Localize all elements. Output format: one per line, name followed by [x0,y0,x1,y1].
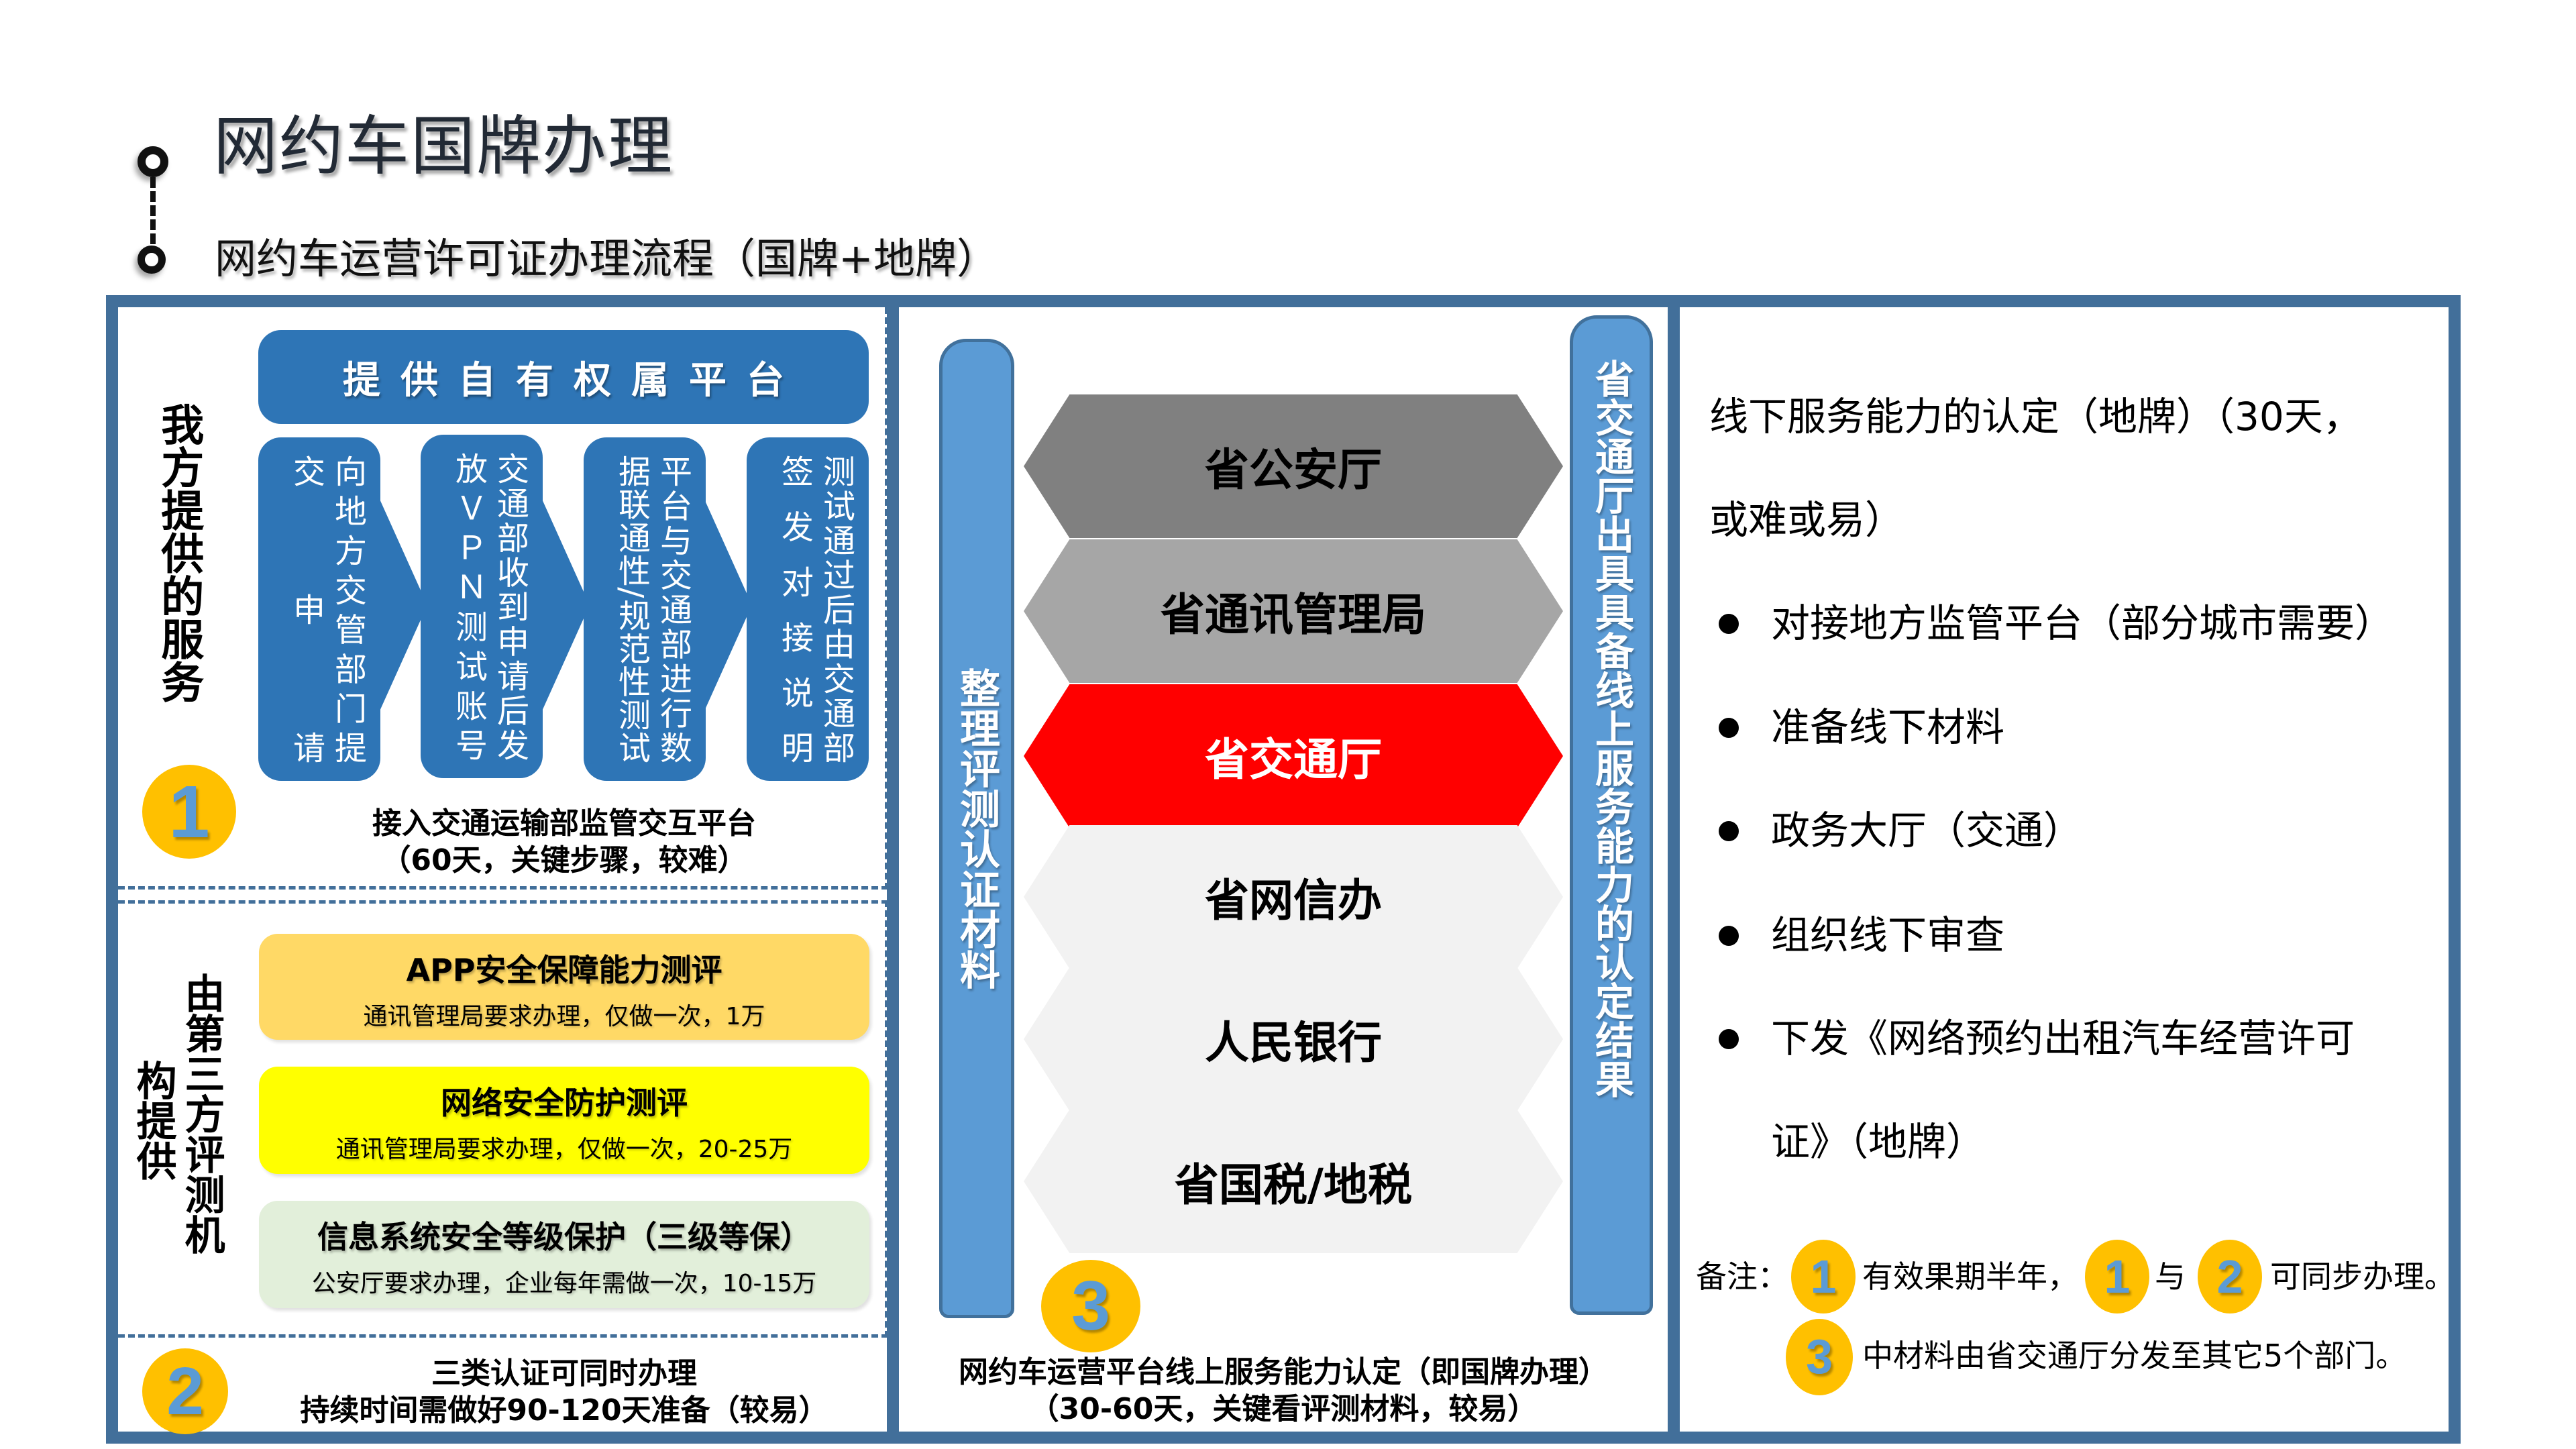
step-1-line-2: 交 申 请 [287,455,325,763]
our-services-caption: 接入交通运输部监管交互平台 （60天，关键步骤，较难） [259,805,869,879]
note-label: 备注： [1696,1258,1788,1295]
step-3-line-2: 据联通性/规范性测试 [612,455,650,763]
bullet-icon [1719,614,1739,634]
own-platform-header: 提供自有权属平台 [258,330,869,424]
our-services-caption-line1: 接入交通运输部监管交互平台 [372,806,756,841]
third-party-caption: 三类认证可同时办理 持续时间需做好90-120天准备（较易） [259,1355,869,1429]
dept-telecom-admin: 省通讯管理局 [1024,539,1563,683]
dept-peoples-bank: 人民银行 [1024,967,1563,1111]
step-badge-1: 1 [142,765,236,859]
third-party-caption-line1: 三类认证可同时办理 [431,1356,697,1391]
third-party-section [118,900,888,1338]
divider-left [887,295,899,1444]
step-3-line-1: 平台与交通部进行数 [654,455,692,763]
title-bullet-icon [138,146,168,177]
offline-step-2: 准备线下材料 [1771,704,2005,750]
service-steps: 向地方交管部门提 交 申 请 交通部收到申请后发 放ＶＰＮ测试账号 平台与交通部… [258,435,869,786]
dept-cyberspace: 省网信办 [1024,825,1563,969]
third-party-label-col1: 由第三方评测机 [178,973,225,1254]
step-arrow-icon [379,498,427,712]
offline-step-5: 下发《网络预约出租汽车经营许可 [1771,1016,2355,1061]
level-protection-card: 信息系统安全等级保护（三级等保） 公安厅要求办理，企业每年需做一次，10-15万 [259,1201,869,1308]
third-party-label-col2: 构提供 [129,1060,176,1181]
page-title: 网约车国牌办理 [213,109,674,184]
step-badge-2: 2 [142,1348,228,1434]
third-party-caption-line2: 持续时间需做好90-120天准备（较易） [300,1393,828,1428]
step-arrow-icon [704,498,752,712]
network-security-title: 网络安全防护测评 [441,1085,688,1121]
bullet-icon [1719,1029,1739,1049]
divider-right [1668,295,1680,1444]
note-text-a: 有效果期半年， [1862,1258,2078,1295]
app-security-title: APP安全保障能力测评 [406,952,722,988]
network-security-desc: 通讯管理局要求办理，仅做一次，20-25万 [335,1136,793,1163]
step-4-line-2: 签发对接说明 [775,455,813,763]
online-certification-caption-line1: 网约车运营平台线上服务能力认定（即国牌办理） [959,1355,1608,1389]
dept-public-security: 省公安厅 [1024,394,1563,538]
level-protection-desc: 公安厅要求办理，企业每年需做一次，10-15万 [311,1270,817,1297]
step-2: 交通部收到申请后发 放ＶＰＮ测试账号 [421,435,543,778]
step-arrow-icon [541,498,590,712]
network-security-card: 网络安全防护测评 通讯管理局要求办理，仅做一次，20-25万 [259,1067,869,1174]
bullet-icon [1719,926,1739,946]
level-protection-title: 信息系统安全等级保护（三级等保） [317,1219,811,1255]
online-certification-caption: 网约车运营平台线上服务能力认定（即国牌办理） （30-60天，关键看评测材料，较… [899,1354,1668,1428]
note-text-d: 中材料由省交通厅分发至其它5个部门。 [1862,1338,2407,1374]
offline-step-1: 对接地方监管平台（部分城市需要） [1771,600,2394,646]
offline-step-3: 政务大厅（交通） [1771,808,2083,853]
offline-step-5-cont: 证》（地牌） [1771,1119,1986,1165]
title-connector-line [150,177,156,244]
our-services-section [118,307,888,890]
step-1-line-1: 向地方交管部门提 [329,455,366,763]
dept-tax-bureau: 省国税/地税 [1024,1110,1563,1253]
note-badge-3: 3 [1786,1319,1853,1395]
online-certification-caption-line2: （30-60天，关键看评测材料，较易） [1029,1392,1538,1426]
note-text-c: 可同步办理。 [2270,1258,2455,1295]
step-1: 向地方交管部门提 交 申 请 [258,437,380,781]
result-pill: 省交通厅出具具备线上服务能力的认定结果 [1570,315,1653,1315]
step-4: 测试通过后由交通部 签发对接说明 [747,437,869,781]
offline-step-4: 组织线下审查 [1771,912,2005,958]
note-badge-2: 2 [2198,1240,2262,1313]
step-2-line-2: 放ＶＰＮ测试账号 [449,452,487,761]
note-text-b: 与 [2155,1258,2186,1295]
note-badge-1: 1 [1791,1240,1856,1313]
bullet-icon [1719,821,1739,841]
step-4-line-1: 测试通过后由交通部 [817,455,855,763]
diagram-frame [106,295,2461,1444]
step-3: 平台与交通部进行数 据联通性/规范性测试 [584,437,706,781]
app-security-desc: 通讯管理局要求办理，仅做一次，1万 [363,1003,765,1030]
step-badge-3: 3 [1041,1260,1140,1352]
dept-transport: 省交通厅 [1024,684,1563,828]
step-2-line-1: 交通部收到申请后发 [491,452,529,761]
our-services-caption-line2: （60天，关键步骤，较难） [381,843,747,877]
materials-pill: 整理评测认证材料 [939,339,1014,1318]
note-badge-1b: 1 [2085,1240,2149,1313]
offline-intro-line1: 线下服务能力的认定（地牌）（30天， [1709,394,2362,439]
our-services-label: 我方提供的服务 [154,402,204,703]
bullet-icon [1719,718,1739,738]
offline-intro-line2: 或难或易） [1709,497,1904,543]
page-subtitle: 网约车运营许可证办理流程（国牌+地牌） [215,234,998,283]
app-security-card: APP安全保障能力测评 通讯管理局要求办理，仅做一次，1万 [259,934,869,1040]
subtitle-bullet-icon [138,246,166,274]
